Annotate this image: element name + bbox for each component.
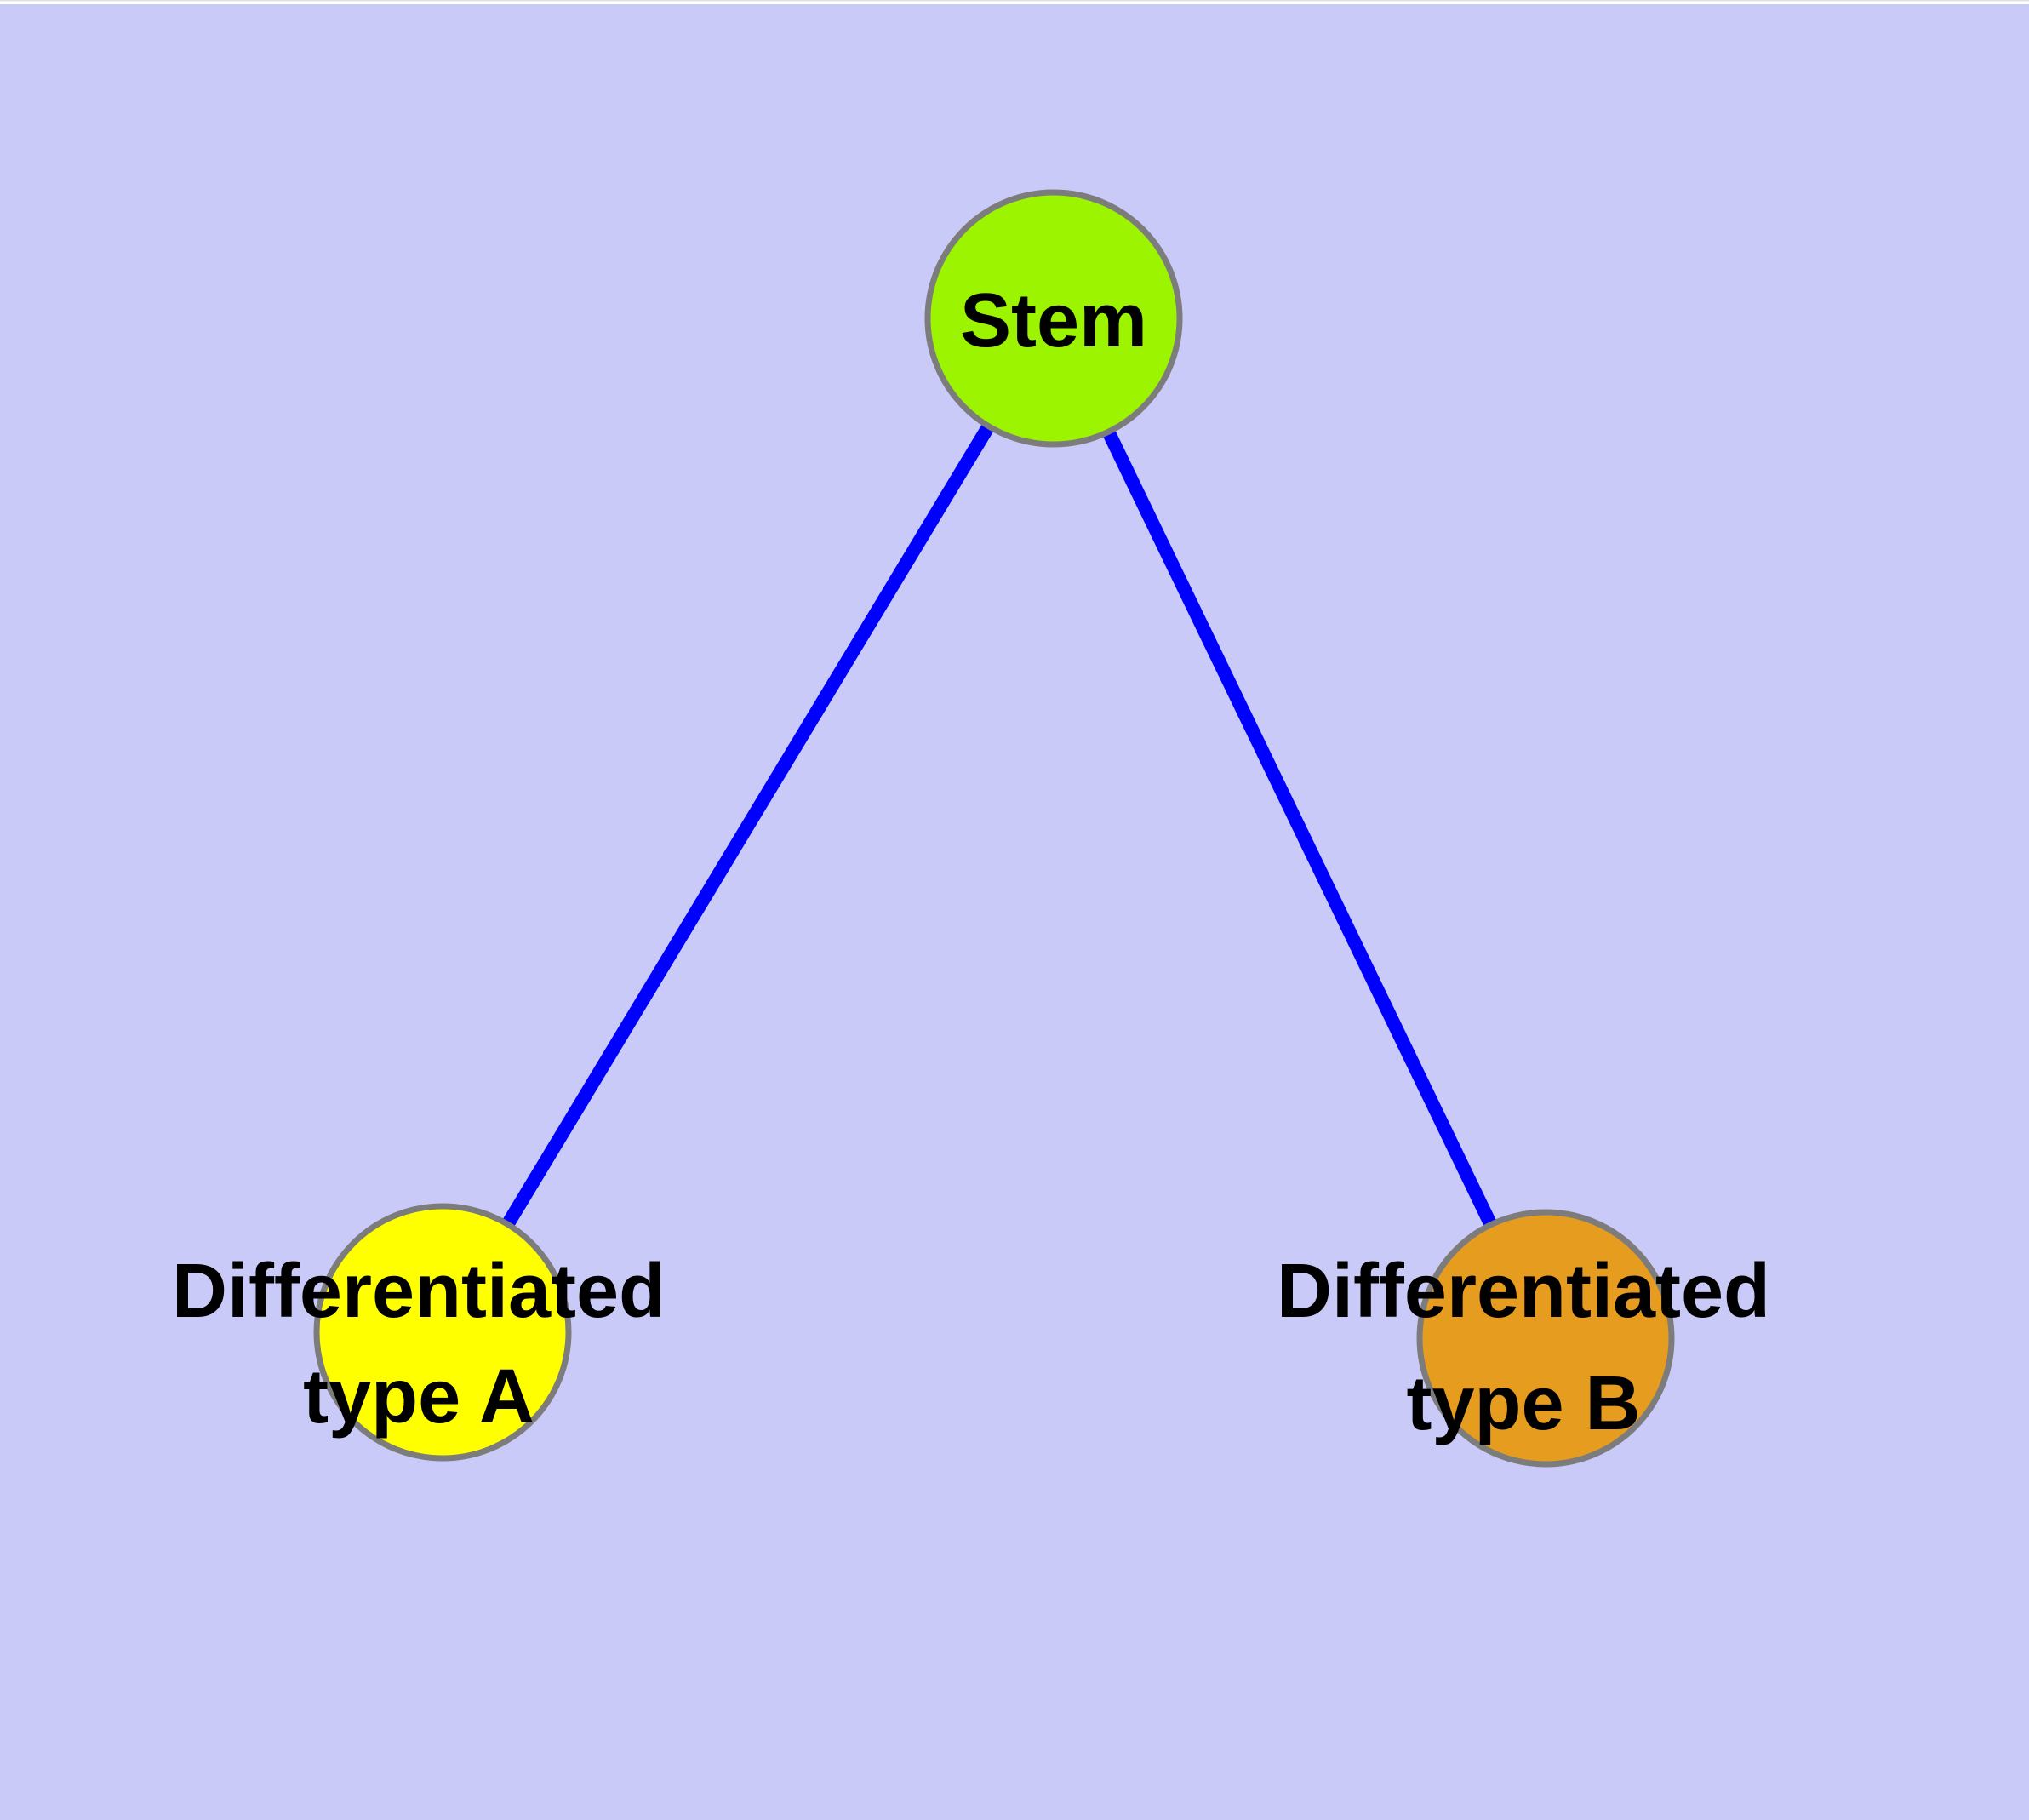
node-differentiated-type-a: Differentiated type A	[172, 1203, 666, 1462]
node-label-stem-line-1: Stem	[960, 278, 1147, 363]
node-circle-differentiated-type-b	[1416, 1209, 1675, 1468]
top-edge-strip	[0, 0, 2029, 4]
node-differentiated-type-b: Differentiated type B	[1277, 1209, 1770, 1468]
node-label-differentiated-type-b-line-2: type B	[1406, 1361, 1640, 1446]
node-circle-differentiated-type-a	[313, 1203, 572, 1462]
node-stem: Stem	[924, 189, 1183, 448]
node-label-differentiated-type-a-line-2: type A	[303, 1354, 534, 1439]
node-label-differentiated-type-b-line-1: Differentiated	[1277, 1249, 1770, 1334]
edge-stem-to-differentiated-type-b	[1047, 315, 1552, 1342]
top-edge-border	[0, 0, 2029, 2]
node-circle-stem	[924, 189, 1183, 448]
edge-stem-to-differentiated-type-a	[437, 314, 1060, 1336]
node-label-differentiated-type-a-line-1: Differentiated	[172, 1249, 666, 1334]
